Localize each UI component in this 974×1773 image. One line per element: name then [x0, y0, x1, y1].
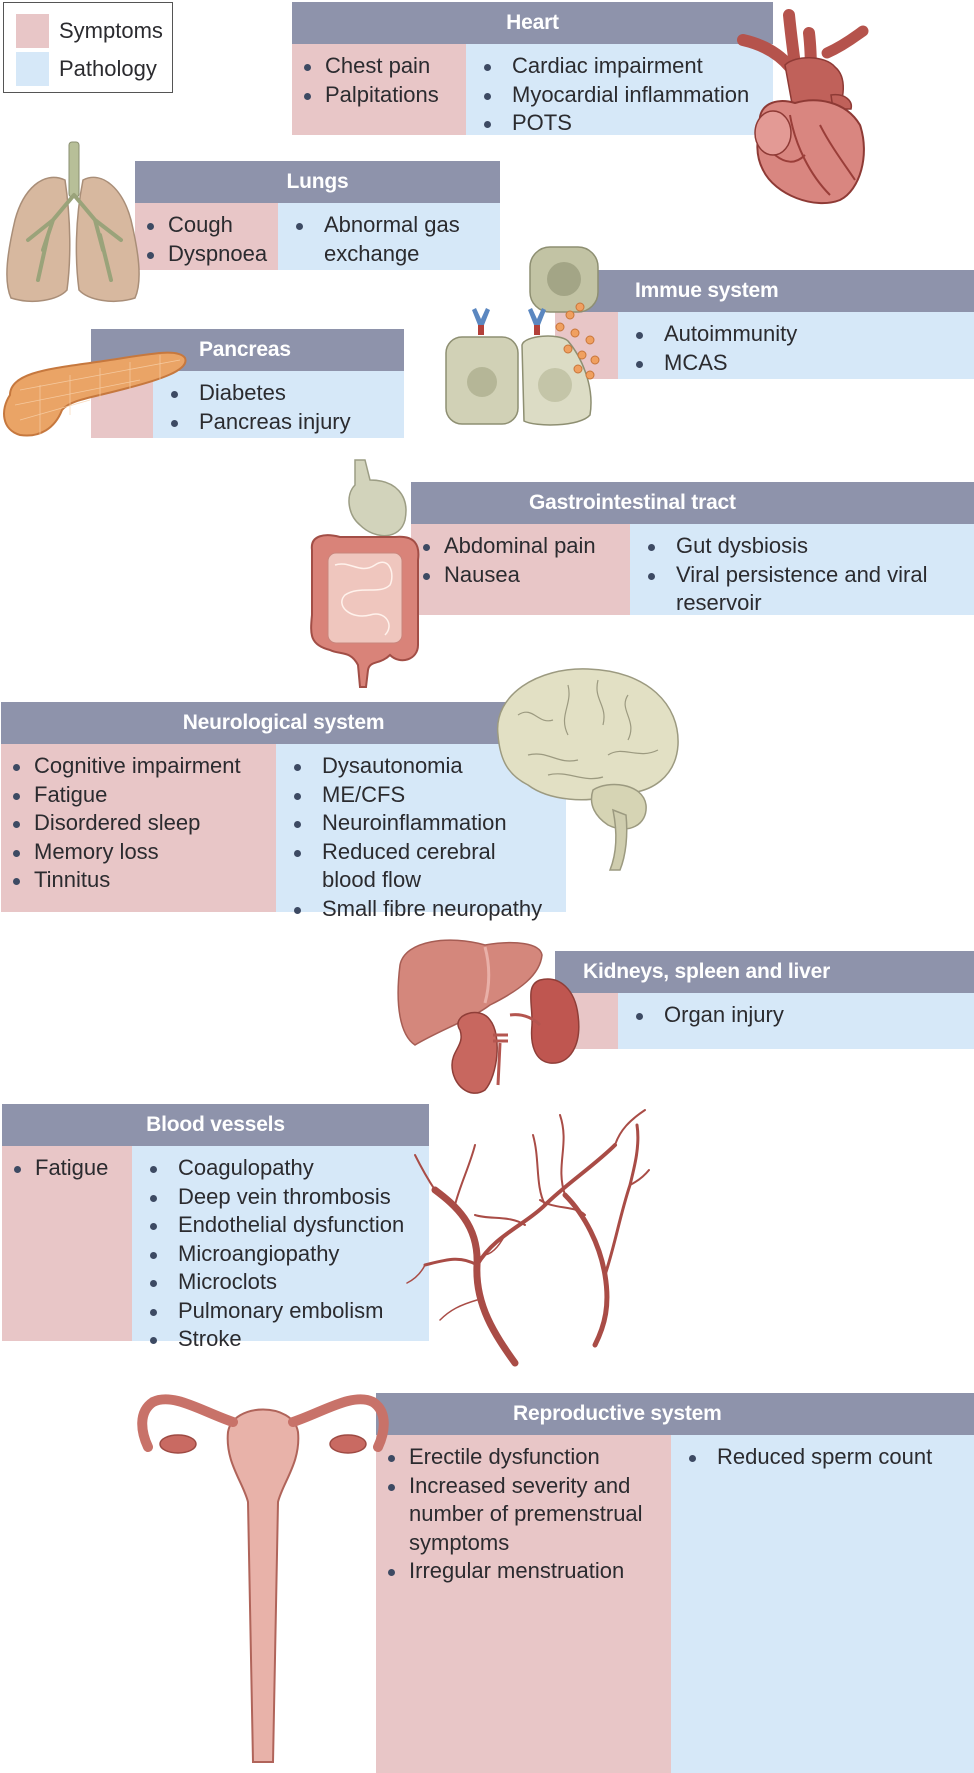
list-item: Cardiac impairment [466, 52, 773, 81]
list-item: Disordered sleep [1, 809, 276, 838]
list-item: POTS [466, 109, 773, 138]
card-kidneys-spleen-liver: Kidneys, spleen and liver Organ injury [555, 951, 974, 1049]
list-item: Abdominal pain [411, 532, 630, 561]
legend-label-pathology: Pathology [59, 56, 157, 81]
list-item: Myocardial inflammation [466, 81, 773, 110]
list-item: Reduced sperm count [671, 1443, 944, 1472]
pancreas-icon [3, 351, 187, 437]
card-title: Gastrointestinal tract [411, 482, 974, 524]
card-neurological-system: Neurological system Cognitive impairment… [1, 702, 566, 921]
list-item: Gut dysbiosis [630, 532, 964, 561]
card-title: Immue system [555, 270, 974, 312]
list-item: Nausea [411, 561, 630, 590]
legend: Symptoms Pathology [3, 2, 173, 93]
list-item: Viral persistence and viral reservoir [630, 561, 964, 618]
list-item: Cognitive impairment [1, 752, 276, 781]
list-item: Deep vein thrombosis [132, 1183, 429, 1212]
card-title: Kidneys, spleen and liver [555, 951, 974, 993]
list-item: Dysautonomia [276, 752, 546, 781]
list-item: Fatigue [1, 781, 276, 810]
list-item: Dyspnoea [135, 240, 278, 269]
legend-swatch-symptoms [16, 14, 49, 48]
pathology-panel: Reduced sperm count [671, 1435, 974, 1773]
list-item: Cough [135, 211, 278, 240]
pathology-list: Abnormal gas exchange [278, 203, 500, 268]
list-item: Microangiopathy [132, 1240, 429, 1269]
list-item: Palpitations [292, 81, 466, 110]
lungs-icon [6, 141, 140, 302]
list-item: Microclots [132, 1268, 429, 1297]
list-item: Autoimmunity [618, 320, 974, 349]
list-item: Tinnitus [1, 866, 276, 895]
list-item: Chest pain [292, 52, 466, 81]
list-item: Erectile dysfunction [376, 1443, 661, 1472]
uterus-icon [137, 1394, 389, 1763]
list-item: Neuroinflammation [276, 809, 546, 838]
list-item: Stroke [132, 1325, 429, 1354]
list-item: ME/CFS [276, 781, 546, 810]
immune-cells-icon [445, 246, 600, 426]
list-item: Pulmonary embolism [132, 1297, 429, 1326]
list-item: Irregular menstruation [376, 1557, 661, 1586]
blood-vessels-icon [406, 1109, 650, 1367]
card-title: Reproductive system [376, 1393, 974, 1435]
list-item: Diabetes [153, 379, 404, 408]
list-item: Endothelial dysfunction [132, 1211, 429, 1240]
list-item: Small fibre neuropathy [276, 895, 546, 924]
legend-swatch-pathology [16, 52, 49, 86]
symptoms-list: Fatigue [2, 1146, 132, 1183]
list-item: Fatigue [2, 1154, 132, 1183]
list-item: MCAS [618, 349, 974, 378]
pathology-panel: Organ injury [618, 993, 974, 1049]
list-item: Reduced cerebral blood flow [276, 838, 546, 895]
list-item: Memory loss [1, 838, 276, 867]
legend-label-symptoms: Symptoms [59, 18, 163, 43]
brain-icon [497, 668, 679, 871]
list-item: Pancreas injury [153, 408, 404, 437]
card-title: Lungs [135, 161, 500, 203]
list-item: Abnormal gas exchange [278, 211, 500, 268]
list-item: Organ injury [618, 1001, 974, 1030]
pathology-panel: Abnormal gas exchange [278, 203, 500, 270]
list-item: Coagulopathy [132, 1154, 429, 1183]
card-reproductive-system: Reproductive system Erectile dysfunction… [376, 1393, 974, 1773]
card-title: Blood vessels [2, 1104, 429, 1146]
pathology-list: Reduced sperm count [671, 1435, 974, 1472]
digestive-tract-icon [310, 459, 420, 688]
pathology-list: Organ injury [618, 993, 974, 1030]
card-title: Heart [292, 2, 773, 44]
symptoms-panel: Fatigue [2, 1146, 132, 1341]
heart-icon [737, 9, 869, 205]
card-title: Neurological system [1, 702, 566, 744]
list-item: Increased severity and number of premens… [376, 1472, 661, 1558]
liver-kidney-spleen-icon [397, 939, 580, 1094]
